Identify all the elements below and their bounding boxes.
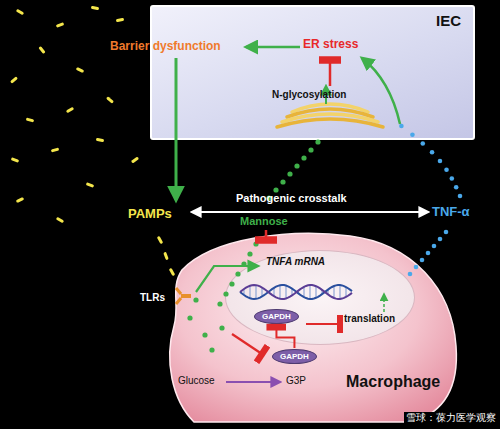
molecule-label: Mannose: [240, 215, 288, 228]
cell-name: Macrophage: [346, 373, 440, 391]
inhibition-line: [265, 230, 268, 240]
er-organelle: [277, 104, 383, 127]
node-text: translation: [344, 313, 395, 325]
inhibition-line: [329, 60, 332, 86]
molecule-label: Glucose: [178, 375, 215, 387]
molecule-label: PAMPs: [128, 207, 172, 222]
process-label: Barrier dysfunction: [110, 40, 221, 54]
inhibition-line: [306, 323, 340, 325]
mannose-dots: [187, 139, 320, 352]
cell-box: IEC: [150, 5, 475, 140]
relation-label: Pathogenic crosstalk: [236, 192, 347, 205]
enzyme-name: GAPDH: [280, 352, 309, 361]
activation-arrow: [175, 58, 178, 200]
crosstalk-arrow: [192, 211, 428, 213]
cytokine-dots: [399, 124, 462, 277]
node-text: TNFA mRNA: [266, 256, 325, 268]
metabolic-arrow: [226, 381, 280, 383]
molecule-label: TNF-α: [432, 205, 470, 220]
activation-arrow: [362, 58, 400, 124]
cell-outline: [170, 233, 457, 422]
macrophage-cell: MacrophageTNFA mRNAtranslationGAPDHGAPDH: [150, 228, 462, 423]
tlr-receptor: [176, 288, 191, 304]
translation-arrow: [383, 294, 385, 312]
molecule-label: G3P: [286, 375, 306, 387]
signal-arrow: [196, 266, 258, 292]
watermark: 雪球：葆力医学观察: [404, 412, 498, 424]
receptor-label: TLRs: [140, 292, 165, 304]
enzyme-name: GAPDH: [262, 312, 291, 321]
inhibition-connector: [276, 327, 294, 348]
cell-name: IEC: [436, 12, 461, 29]
dna-helix: [240, 285, 352, 299]
activation-arrow: [246, 46, 300, 49]
nucleus: TNFA mRNA translation GAPDH: [225, 250, 415, 345]
enzyme-blob: GAPDH: [272, 349, 317, 364]
process-label: ER stress: [303, 38, 358, 52]
inhibition-line: [232, 334, 262, 354]
process-label: N-glycosylation: [272, 89, 346, 101]
enzyme-blob: GAPDH: [254, 309, 299, 324]
